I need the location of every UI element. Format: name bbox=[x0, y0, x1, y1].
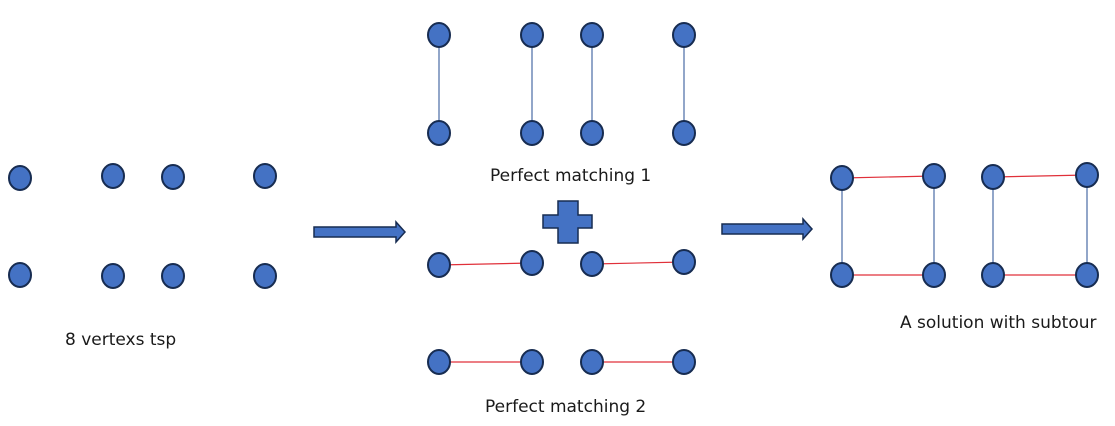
matching-variant bbox=[427, 249, 696, 278]
vertex bbox=[981, 164, 1005, 190]
result-caption: A solution with subtour bbox=[900, 313, 1096, 333]
vertex bbox=[8, 165, 32, 191]
tour-edge bbox=[841, 175, 935, 179]
vertex bbox=[672, 22, 696, 48]
vertex bbox=[253, 263, 277, 289]
vertex bbox=[520, 349, 544, 375]
vertex bbox=[101, 163, 125, 189]
matching-edge bbox=[591, 261, 685, 265]
vertex bbox=[427, 252, 451, 278]
vertex bbox=[672, 120, 696, 146]
perfect-matching-1 bbox=[427, 22, 696, 146]
right-arrow-icon bbox=[721, 217, 814, 241]
vertex bbox=[427, 120, 451, 146]
vertex bbox=[672, 349, 696, 375]
vertex bbox=[580, 251, 604, 277]
vertex bbox=[520, 250, 544, 276]
matching1-caption: Perfect matching 1 bbox=[490, 166, 651, 186]
vertex bbox=[161, 263, 185, 289]
vertex bbox=[101, 263, 125, 289]
subtour-solution bbox=[830, 162, 1099, 288]
vertex bbox=[253, 163, 277, 189]
vertex bbox=[922, 262, 946, 288]
vertex bbox=[981, 262, 1005, 288]
vertex bbox=[830, 165, 854, 191]
vertex bbox=[580, 22, 604, 48]
tour-edge bbox=[992, 174, 1088, 178]
vertex bbox=[672, 249, 696, 275]
vertex bbox=[580, 120, 604, 146]
input-graph bbox=[8, 163, 277, 289]
perfect-matching-2 bbox=[427, 349, 696, 375]
vertex bbox=[922, 163, 946, 189]
plus-icon bbox=[542, 200, 593, 244]
right-arrow-icon bbox=[313, 220, 407, 244]
vertex bbox=[1075, 262, 1099, 288]
vertex bbox=[1075, 162, 1099, 188]
vertex bbox=[8, 262, 32, 288]
matching2-caption: Perfect matching 2 bbox=[485, 397, 646, 417]
matching-edge bbox=[438, 262, 533, 266]
vertex bbox=[161, 164, 185, 190]
vertex bbox=[427, 349, 451, 375]
vertex bbox=[427, 22, 451, 48]
vertex bbox=[520, 120, 544, 146]
vertex bbox=[520, 22, 544, 48]
vertex bbox=[580, 349, 604, 375]
vertex bbox=[830, 262, 854, 288]
input-caption: 8 vertexs tsp bbox=[65, 330, 176, 350]
